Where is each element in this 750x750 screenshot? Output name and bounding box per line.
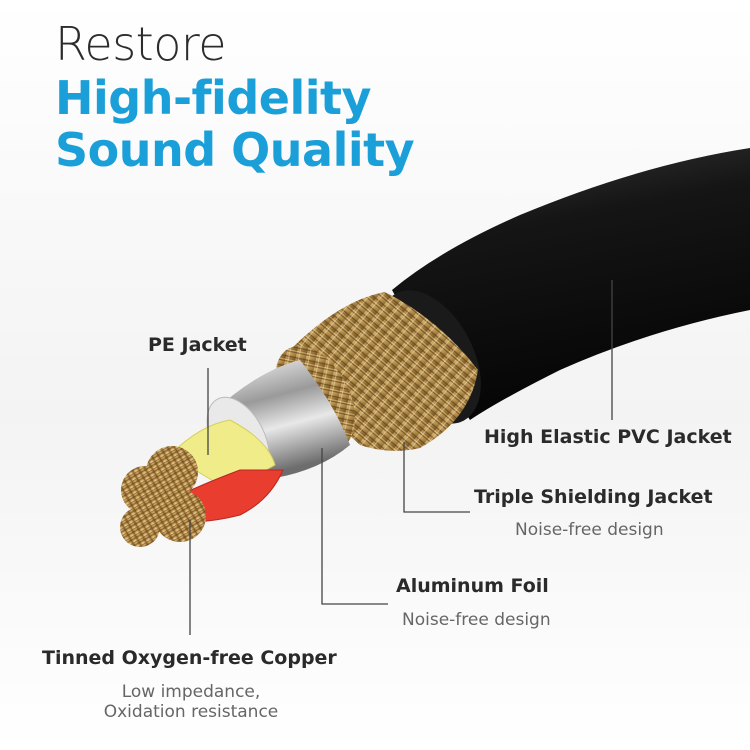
copper-note-line1: Low impedance,: [121, 682, 261, 702]
pe-jacket-label: PE Jacket: [148, 334, 247, 356]
copper-label: Tinned Oxygen-free Copper: [42, 647, 337, 669]
copper-note-line2: Oxidation resistance: [103, 702, 279, 722]
foil-note: Noise-free design: [402, 610, 551, 630]
headline-line2: High-fidelity: [55, 71, 371, 125]
copper-note: Low impedance, Oxidation resistance: [96, 682, 286, 722]
foil-label: Aluminum Foil: [396, 575, 549, 597]
headline-line1: Restore: [55, 17, 227, 71]
headline: Restore High-fidelity Sound Quality: [55, 16, 415, 177]
headline-line3: Sound Quality: [55, 123, 415, 177]
shielding-label: Triple Shielding Jacket: [474, 486, 713, 508]
shielding-note: Noise-free design: [515, 520, 664, 540]
pvc-jacket-label: High Elastic PVC Jacket: [484, 426, 732, 448]
